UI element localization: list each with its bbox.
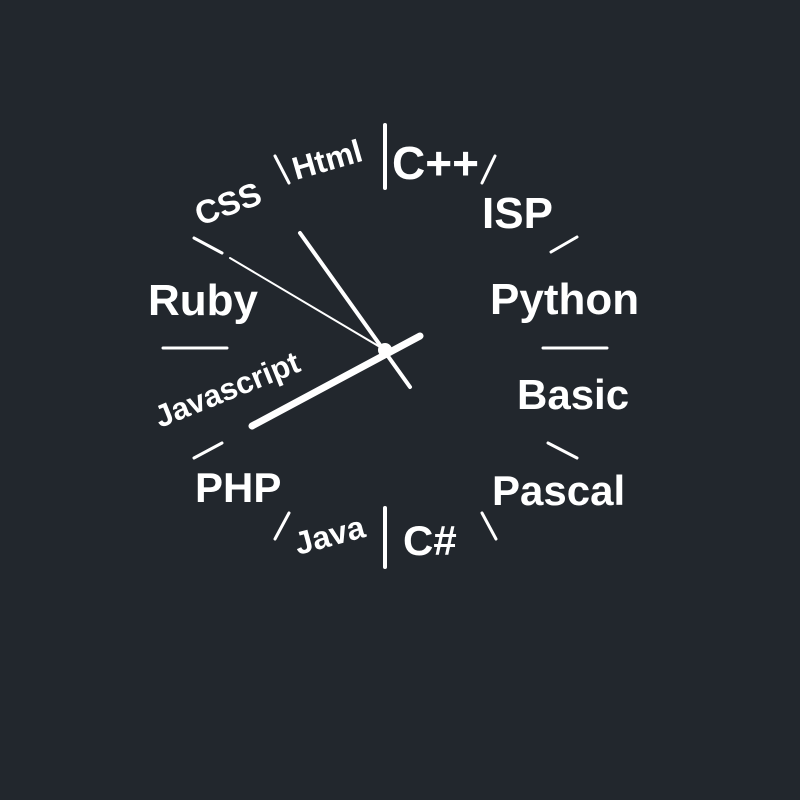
tick-10	[192, 236, 224, 255]
second-hand	[229, 257, 386, 351]
label-css: CSS	[190, 175, 266, 233]
label-pascal: Pascal	[492, 467, 625, 514]
tick-1	[480, 154, 497, 185]
hour-hand	[248, 332, 424, 430]
center-pin	[378, 343, 392, 357]
tick-5	[480, 511, 498, 541]
tick-8	[192, 441, 224, 460]
label-cpp: C++	[392, 137, 479, 189]
label-ruby: Ruby	[148, 276, 259, 325]
label-html: Html	[288, 133, 366, 187]
label-python: Python	[490, 275, 639, 324]
label-isp: ISP	[482, 189, 553, 238]
label-basic: Basic	[517, 371, 629, 418]
label-javascript: Javascript	[150, 345, 305, 435]
tick-7	[273, 511, 291, 541]
label-csharp: C#	[403, 517, 457, 564]
tick-2	[549, 235, 579, 254]
label-java: Java	[290, 509, 368, 562]
tick-11	[273, 154, 291, 185]
label-php: PHP	[195, 464, 281, 511]
minute-hand	[298, 231, 412, 389]
tick-4	[546, 441, 579, 460]
